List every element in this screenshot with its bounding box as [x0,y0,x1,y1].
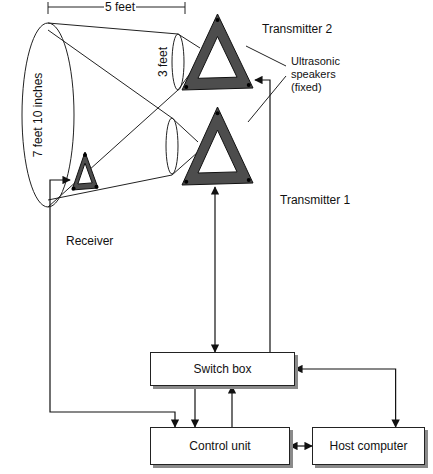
corner-dot [94,185,98,189]
transmitter-triangle: Transmitter 1 [180,105,255,187]
triangle-outline [180,12,255,92]
connector-arrow [50,180,175,427]
triangle-frame [182,107,253,185]
cone-end-ellipse [166,118,178,174]
node-label: Transmitter 1 [280,193,350,207]
corner-dot [216,18,220,22]
corner-dot [72,186,76,190]
cone-line [178,34,200,48]
receiver-triangle: Receiver [70,150,100,192]
connector-arrow [194,386,195,427]
triangle-hole [198,130,237,173]
dimension-label: 3 feet [156,46,170,78]
part-label: Ultrasonic speakers (fixed) [290,55,364,94]
process-box: Control unit [150,427,290,465]
process-box: Switch box [150,352,295,386]
connector-arrow [295,369,396,427]
dimension-label: 7 feet 10 inches [31,72,45,159]
corner-dot [83,153,87,157]
dimension-tick [185,2,186,14]
connector-arrow [290,445,312,446]
cone-line [48,90,178,207]
triangle-outline [70,150,100,192]
triangle-frame [72,152,98,190]
corner-dot [184,180,188,184]
corner-dot [184,85,188,89]
leader-line [246,46,286,66]
cone-line [172,118,198,142]
cone-line [48,175,172,200]
triangle-outline [180,105,255,187]
cone-line [48,30,172,118]
cone-line [48,23,178,34]
triangle-hole [78,163,92,184]
dimension-label: 5 feet [104,0,136,14]
box-label: Control unit [189,439,250,453]
box-label: Host computer [329,439,407,453]
triangle-hole [198,37,237,79]
leader-line [248,76,286,122]
connector-arrow [255,80,270,352]
connector-arrow [231,386,232,427]
corner-dot [247,83,251,87]
cone-end-ellipse [172,34,184,90]
dimension-tick [48,2,49,14]
corner-dot [216,111,220,115]
process-box: Host computer [312,427,425,465]
connector-arrow [214,187,215,352]
box-label: Switch box [193,362,251,376]
node-label: Receiver [66,234,113,248]
triangle-frame [182,14,253,90]
transmitter-triangle: Transmitter 2 [180,12,255,92]
node-label: Transmitter 2 [262,22,332,36]
corner-dot [247,178,251,182]
